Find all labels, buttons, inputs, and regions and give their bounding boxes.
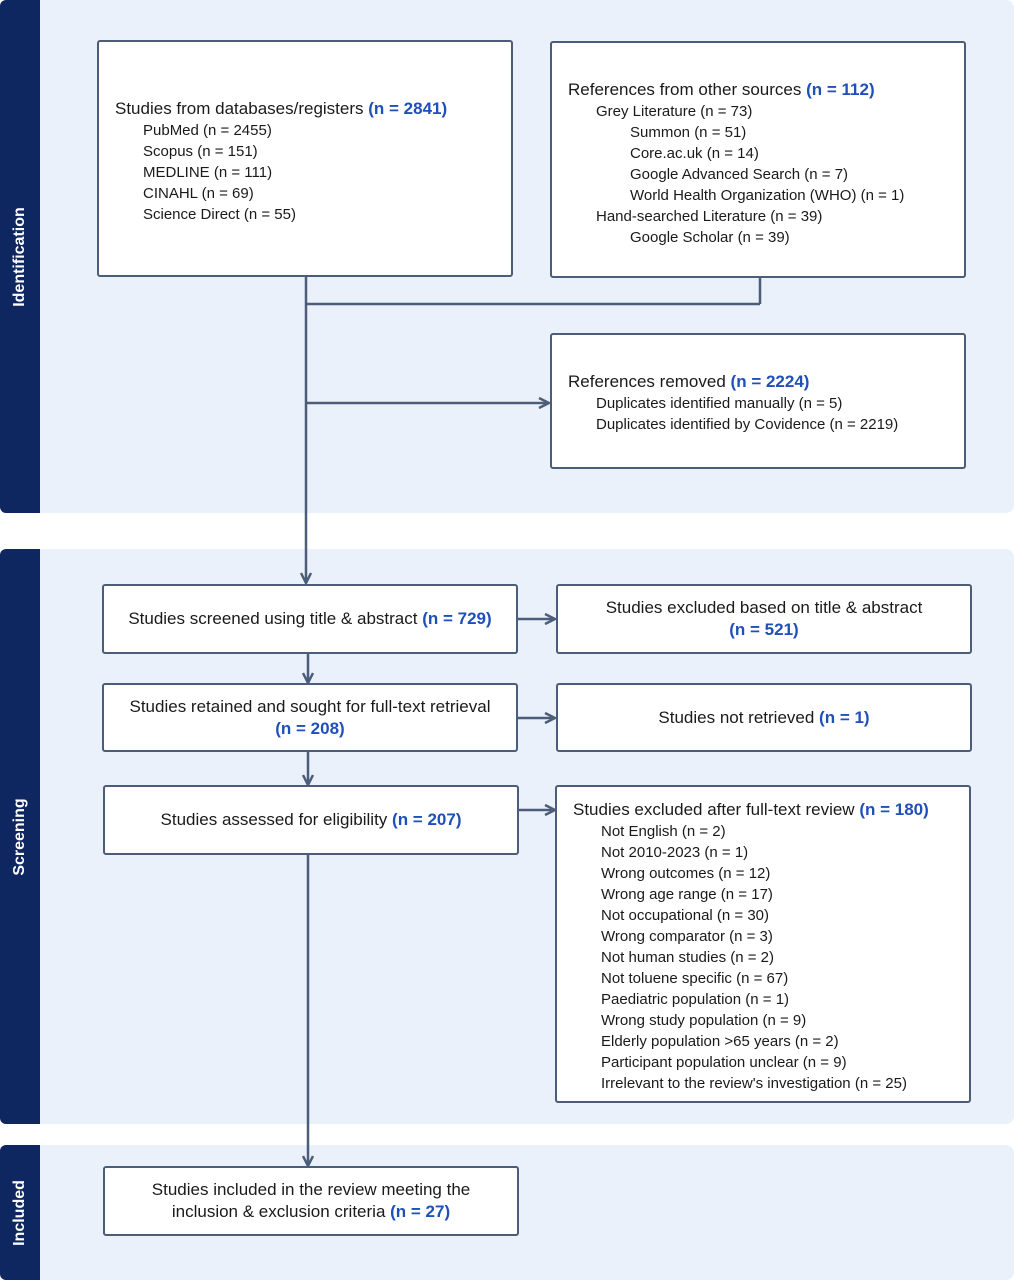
hand-searched-label: Hand-searched Literature (n = 39) xyxy=(596,208,823,225)
excluded-ft-heading: Studies excluded after full-text review … xyxy=(573,800,929,819)
database-item: CINAHL (n = 69) xyxy=(143,185,254,202)
database-item: PubMed (n = 2455) xyxy=(143,122,272,139)
exclusion-reason: Irrelevant to the review's investigation… xyxy=(601,1075,907,1092)
included-tab: Included xyxy=(0,1145,40,1280)
exclusion-reason: Participant population unclear (n = 9) xyxy=(601,1054,847,1071)
exclusion-reason: Wrong study population (n = 9) xyxy=(601,1012,807,1029)
hand-searched-item: Google Scholar (n = 39) xyxy=(630,229,790,246)
exclusion-reason: Not toluene specific (n = 67) xyxy=(601,970,789,987)
assessed-text: Studies assessed for eligibility (n = 20… xyxy=(160,810,462,829)
database-item: MEDLINE (n = 111) xyxy=(143,164,273,181)
excluded-title-abstract-box: Studies excluded based on title & abstra… xyxy=(556,584,972,654)
other-sources-heading: References from other sources (n = 112) xyxy=(568,80,875,99)
exclusion-reason: Not 2010-2023 (n = 1) xyxy=(601,844,749,861)
included-box: Studies included in the review meeting t… xyxy=(103,1166,519,1236)
other-sources-box: References from other sources (n = 112) … xyxy=(550,41,966,278)
database-item: Scopus (n = 151) xyxy=(143,143,258,160)
screening-label: Screening xyxy=(11,797,28,876)
screening-tab: Screening xyxy=(0,549,40,1124)
not-retrieved-box: Studies not retrieved (n = 1) xyxy=(556,683,972,752)
excluded-ta-title: Studies excluded based on title & abstra… xyxy=(605,598,923,617)
databases-box: Studies from databases/registers (n = 28… xyxy=(97,40,513,277)
exclusion-reason: Not occupational (n = 30) xyxy=(601,907,770,924)
grey-literature-item: Core.ac.uk (n = 14) xyxy=(630,145,759,162)
included-title-line2: inclusion & exclusion criteria (n = 27) xyxy=(171,1202,451,1221)
databases-heading: Studies from databases/registers (n = 28… xyxy=(115,99,448,118)
excluded-full-text-box: Studies excluded after full-text review … xyxy=(555,785,971,1103)
screened-box: Studies screened using title & abstract … xyxy=(102,584,518,654)
exclusion-reason: Not human studies (n = 2) xyxy=(601,949,775,966)
database-item: Science Direct (n = 55) xyxy=(143,206,296,223)
screened-text: Studies screened using title & abstract … xyxy=(128,609,492,628)
removed-item: Duplicates identified by Covidence (n = … xyxy=(596,416,899,433)
retained-title: Studies retained and sought for full-tex… xyxy=(129,696,491,716)
grey-literature-item: Google Advanced Search (n = 7) xyxy=(630,166,849,183)
included-title-line1: Studies included in the review meeting t… xyxy=(151,1180,471,1199)
assessed-box: Studies assessed for eligibility (n = 20… xyxy=(103,785,519,855)
removed-item: Duplicates identified manually (n = 5) xyxy=(596,395,843,412)
grey-literature-item: Summon (n = 51) xyxy=(630,124,747,141)
exclusion-reason: Elderly population >65 years (n = 2) xyxy=(601,1033,839,1050)
grey-literature-label: Grey Literature (n = 73) xyxy=(596,103,753,120)
included-label: Included xyxy=(11,1179,28,1246)
exclusion-reason: Wrong outcomes (n = 12) xyxy=(601,865,771,882)
grey-literature-item: World Health Organization (WHO) (n = 1) xyxy=(630,187,905,204)
removed-heading: References removed (n = 2224) xyxy=(568,372,810,391)
exclusion-reason: Wrong comparator (n = 3) xyxy=(601,928,773,945)
exclusion-reason: Not English (n = 2) xyxy=(601,823,726,840)
excluded-ta-count: (n = 521) xyxy=(729,620,799,639)
identification-label: Identification xyxy=(11,206,28,307)
exclusion-reason: Paediatric population (n = 1) xyxy=(601,991,790,1008)
retained-count: (n = 208) xyxy=(275,718,345,738)
removed-box: References removed (n = 2224) Duplicates… xyxy=(550,333,966,469)
exclusion-reason: Wrong age range (n = 17) xyxy=(601,886,773,903)
identification-tab: Identification xyxy=(0,0,40,513)
not-retrieved-text: Studies not retrieved (n = 1) xyxy=(658,707,870,727)
retained-box: Studies retained and sought for full-tex… xyxy=(102,683,518,752)
